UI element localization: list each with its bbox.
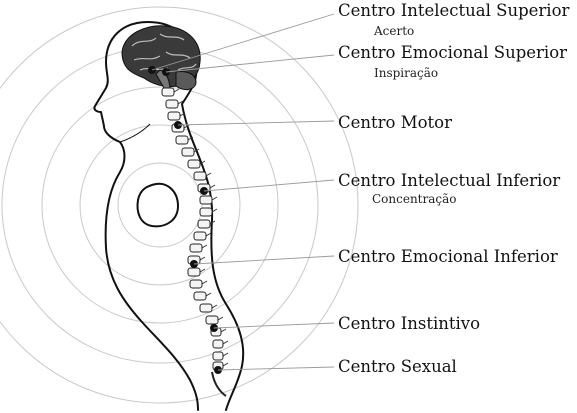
leader-intelectual-inferior bbox=[203, 179, 335, 192]
heart bbox=[136, 182, 180, 228]
label-instintivo: Centro Instintivo bbox=[338, 314, 480, 333]
vertebra-process bbox=[183, 124, 190, 129]
leader-sexual bbox=[217, 366, 335, 371]
ring-5 bbox=[0, 6, 359, 404]
vertebra-process bbox=[209, 184, 216, 189]
vertebra-process bbox=[211, 196, 218, 201]
vertebra bbox=[165, 99, 179, 109]
vertebra bbox=[161, 87, 175, 97]
vertebra-process bbox=[217, 316, 224, 321]
vertebra-process bbox=[201, 280, 208, 285]
energy-rings bbox=[0, 6, 359, 404]
vertebra bbox=[212, 339, 224, 349]
vertebra-process bbox=[199, 268, 206, 273]
leader-motor bbox=[177, 120, 335, 126]
brain-folds bbox=[131, 33, 197, 71]
vertebra-process bbox=[199, 256, 206, 261]
vertebra-process bbox=[222, 352, 229, 357]
ring-3 bbox=[41, 86, 279, 324]
vertebra bbox=[193, 291, 207, 301]
vertebra-process bbox=[205, 172, 212, 177]
vertebra-process bbox=[211, 304, 218, 309]
vertebra-process bbox=[211, 208, 218, 213]
vertebra bbox=[187, 267, 201, 277]
body-silhouette bbox=[93, 21, 245, 411]
jaw-line bbox=[119, 123, 151, 143]
vertebra bbox=[167, 111, 181, 121]
vertebra-process bbox=[205, 292, 212, 297]
vertebra-process bbox=[187, 136, 194, 141]
label-sexual: Centro Sexual bbox=[338, 357, 457, 376]
heart-shape bbox=[136, 182, 180, 228]
vertebra bbox=[189, 279, 203, 289]
vertebra-process bbox=[209, 220, 216, 225]
vertebra-process bbox=[177, 100, 184, 105]
vertebra bbox=[212, 351, 224, 361]
vertebra bbox=[193, 231, 207, 241]
vertebra bbox=[187, 159, 201, 169]
brain bbox=[121, 25, 201, 93]
vertebra bbox=[193, 171, 207, 181]
vertebra-process bbox=[193, 148, 200, 153]
vertebra bbox=[205, 315, 219, 325]
ring-1 bbox=[117, 162, 203, 248]
vertebra-process bbox=[222, 340, 229, 345]
leader-emocional-superior bbox=[165, 54, 335, 73]
vertebra-process bbox=[205, 232, 212, 237]
vertebra-process bbox=[173, 88, 180, 93]
cerebellum bbox=[175, 71, 197, 90]
leader-intelectual-superior bbox=[151, 13, 335, 71]
vertebra-process bbox=[179, 112, 186, 117]
sublabel-emocional-superior: Inspiração bbox=[374, 66, 438, 80]
vertebra-process bbox=[199, 160, 206, 165]
leader-emocional-inferior bbox=[193, 255, 335, 265]
vertebra bbox=[175, 135, 189, 145]
vertebra bbox=[199, 303, 213, 313]
coccyx bbox=[211, 371, 227, 397]
label-motor: Centro Motor bbox=[338, 113, 452, 132]
label-intelectual-superior: Centro Intelectual Superior bbox=[338, 1, 570, 20]
sublabel-intelectual-superior: Acerto bbox=[373, 24, 414, 38]
vertebra-process bbox=[222, 362, 229, 367]
vertebra-process bbox=[220, 328, 227, 333]
sublabel-intelectual-inferior: Concentração bbox=[372, 192, 457, 206]
center-labels: Centro Intelectual Superior Acerto Centr… bbox=[338, 1, 570, 376]
label-emocional-inferior: Centro Emocional Inferior bbox=[338, 247, 558, 266]
label-intelectual-inferior: Centro Intelectual Inferior bbox=[338, 171, 560, 190]
body-outline bbox=[93, 21, 199, 411]
vertebra-process bbox=[201, 244, 208, 249]
leader-instintivo bbox=[213, 322, 335, 329]
back-outline bbox=[181, 67, 245, 411]
vertebra bbox=[181, 147, 195, 157]
leader-lines bbox=[151, 13, 335, 371]
label-emocional-superior: Centro Emocional Superior bbox=[338, 43, 567, 62]
vertebra bbox=[199, 195, 213, 205]
ring-2 bbox=[79, 124, 241, 286]
vertebra bbox=[189, 243, 203, 253]
vertebra bbox=[197, 219, 211, 229]
vertebra bbox=[199, 207, 213, 217]
spine bbox=[161, 87, 229, 397]
